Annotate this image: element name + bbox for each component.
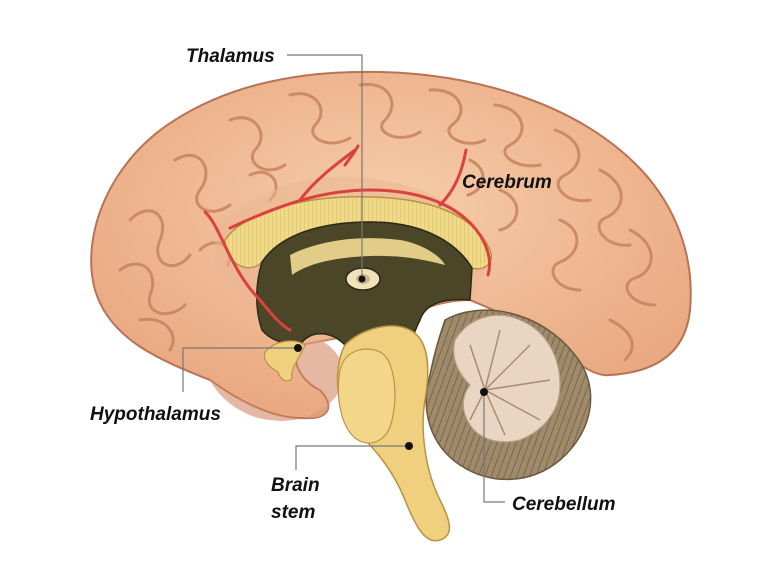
- label-cerebellum: Cerebellum: [512, 494, 616, 515]
- hypothalamus-dot: [294, 344, 302, 352]
- pointer-dots: [294, 275, 488, 450]
- hypothalamus-leader: [182, 347, 298, 392]
- thalamus-dot: [358, 275, 366, 283]
- fornix: [290, 238, 445, 275]
- brain-stem-dot: [405, 442, 413, 450]
- pons: [337, 348, 396, 444]
- label-brain-stem-line1: Brain: [271, 475, 320, 496]
- cerebellum-structure: [425, 309, 592, 481]
- label-thalamus: Thalamus: [186, 46, 275, 67]
- cerebral-arteries: [203, 144, 492, 332]
- label-hypothalamus: Hypothalamus: [90, 404, 221, 425]
- temporal-lobe: [210, 340, 344, 421]
- label-cerebrum: Cerebrum: [462, 172, 552, 193]
- label-brain-stem-line2: stem: [271, 502, 315, 523]
- leader-lines: [182, 54, 505, 503]
- brain-stem-leader: [295, 445, 409, 470]
- cerebellum-dot: [480, 388, 488, 396]
- thalamus-leader: [287, 54, 363, 279]
- hypothalamus-structure: [263, 340, 306, 382]
- cerebellum-leader: [483, 392, 505, 503]
